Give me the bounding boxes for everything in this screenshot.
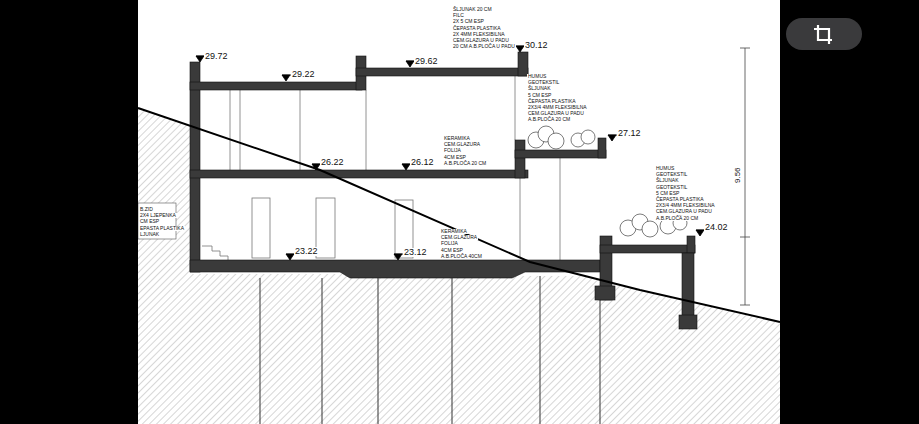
level-label: 26.12 — [410, 158, 435, 167]
layer-note: LJUNAK — [139, 232, 160, 237]
level-marker — [608, 135, 616, 141]
layer-note: 5 CM ESP — [655, 191, 680, 196]
layer-note: 2X3/4 4MM FLEKSIBILNA — [527, 105, 588, 110]
dimension-label: 9.56 — [734, 166, 742, 184]
layer-note: EPASTA PLASTIKA — [139, 226, 185, 231]
level-label: 29.72 — [204, 52, 229, 61]
layer-note: HUMUS — [527, 74, 547, 79]
layer-note: CEM.GLAZURA — [440, 235, 478, 240]
level-label: 30.12 — [524, 41, 549, 50]
layer-note: 2X 4MM FLEKSIBILNA — [452, 32, 506, 37]
level-marker — [402, 164, 410, 170]
layer-note: A.B.PLOČA 40CM — [440, 254, 483, 259]
layer-note: GEOTEKSTIL — [655, 185, 688, 190]
layer-note: B.ZID — [139, 207, 154, 212]
layer-note: ČEPASTA PLASTIKA — [527, 99, 577, 104]
layer-note: 5 CM ESP — [527, 93, 552, 98]
level-marker — [286, 254, 294, 260]
layer-note: 2X3/4 4MM FLEKSIBILNA — [655, 203, 716, 208]
layer-note: KERAMIKA — [440, 229, 468, 234]
layer-note: 2X4 LJEPENKA — [139, 213, 177, 218]
level-marker — [696, 230, 704, 236]
layer-note: 4CM ESP — [440, 248, 464, 253]
layer-note: A.B.PLOČA 20 CM — [443, 161, 487, 166]
level-marker — [406, 61, 414, 67]
layer-note: CM ESP — [139, 219, 160, 224]
layer-note: CEM.GLAZURA U PADU — [452, 38, 510, 43]
level-marker — [282, 75, 290, 81]
layer-note: A.B.PLOČA 20 CM — [527, 117, 571, 122]
level-marker — [516, 46, 524, 52]
level-label: 29.62 — [414, 57, 439, 66]
layer-note: CEM.GLAZURA — [443, 142, 481, 147]
level-label: 24.02 — [704, 223, 729, 232]
level-label: 23.22 — [294, 247, 319, 256]
layer-note: 20 CM A.B.PLOČA U PADU — [452, 44, 516, 49]
layer-note: HUMUS — [655, 166, 675, 171]
level-marker — [312, 164, 320, 170]
layer-note: ŠLJUNAK — [655, 178, 680, 183]
layer-note: A.B.PLOČA 20 CM — [655, 216, 699, 221]
level-label: 27.12 — [617, 129, 642, 138]
layer-note: FILC — [452, 13, 465, 18]
layer-note: FOLIJA — [440, 241, 459, 246]
layer-note: KERAMIKA — [443, 136, 471, 141]
layer-note: CEM.GLAZURA U PADU — [655, 209, 713, 214]
layer-note: ČEPASTA PLASTIKA — [655, 197, 705, 202]
level-marker — [196, 56, 204, 62]
layer-note: GEOTEKSTIL — [655, 172, 688, 177]
layer-note: FOLIJA — [443, 148, 462, 153]
layer-note: ŠLJUNAK 20 CM — [452, 7, 493, 12]
layer-note: GEOTEKSTIL — [527, 80, 560, 85]
layer-note: ŠLJUNAK — [527, 86, 552, 91]
layer-note: 2X 5 CM ESP — [452, 19, 485, 24]
level-marker — [394, 254, 402, 260]
layer-note: CEM.GLAZURA U PADU — [527, 111, 585, 116]
level-label: 26.22 — [320, 158, 345, 167]
layer-note: 4CM ESP — [443, 155, 467, 160]
level-label: 23.12 — [403, 248, 428, 257]
level-label: 29.22 — [291, 70, 316, 79]
layer-note: ČEPASTA PLASTIKA — [452, 26, 502, 31]
